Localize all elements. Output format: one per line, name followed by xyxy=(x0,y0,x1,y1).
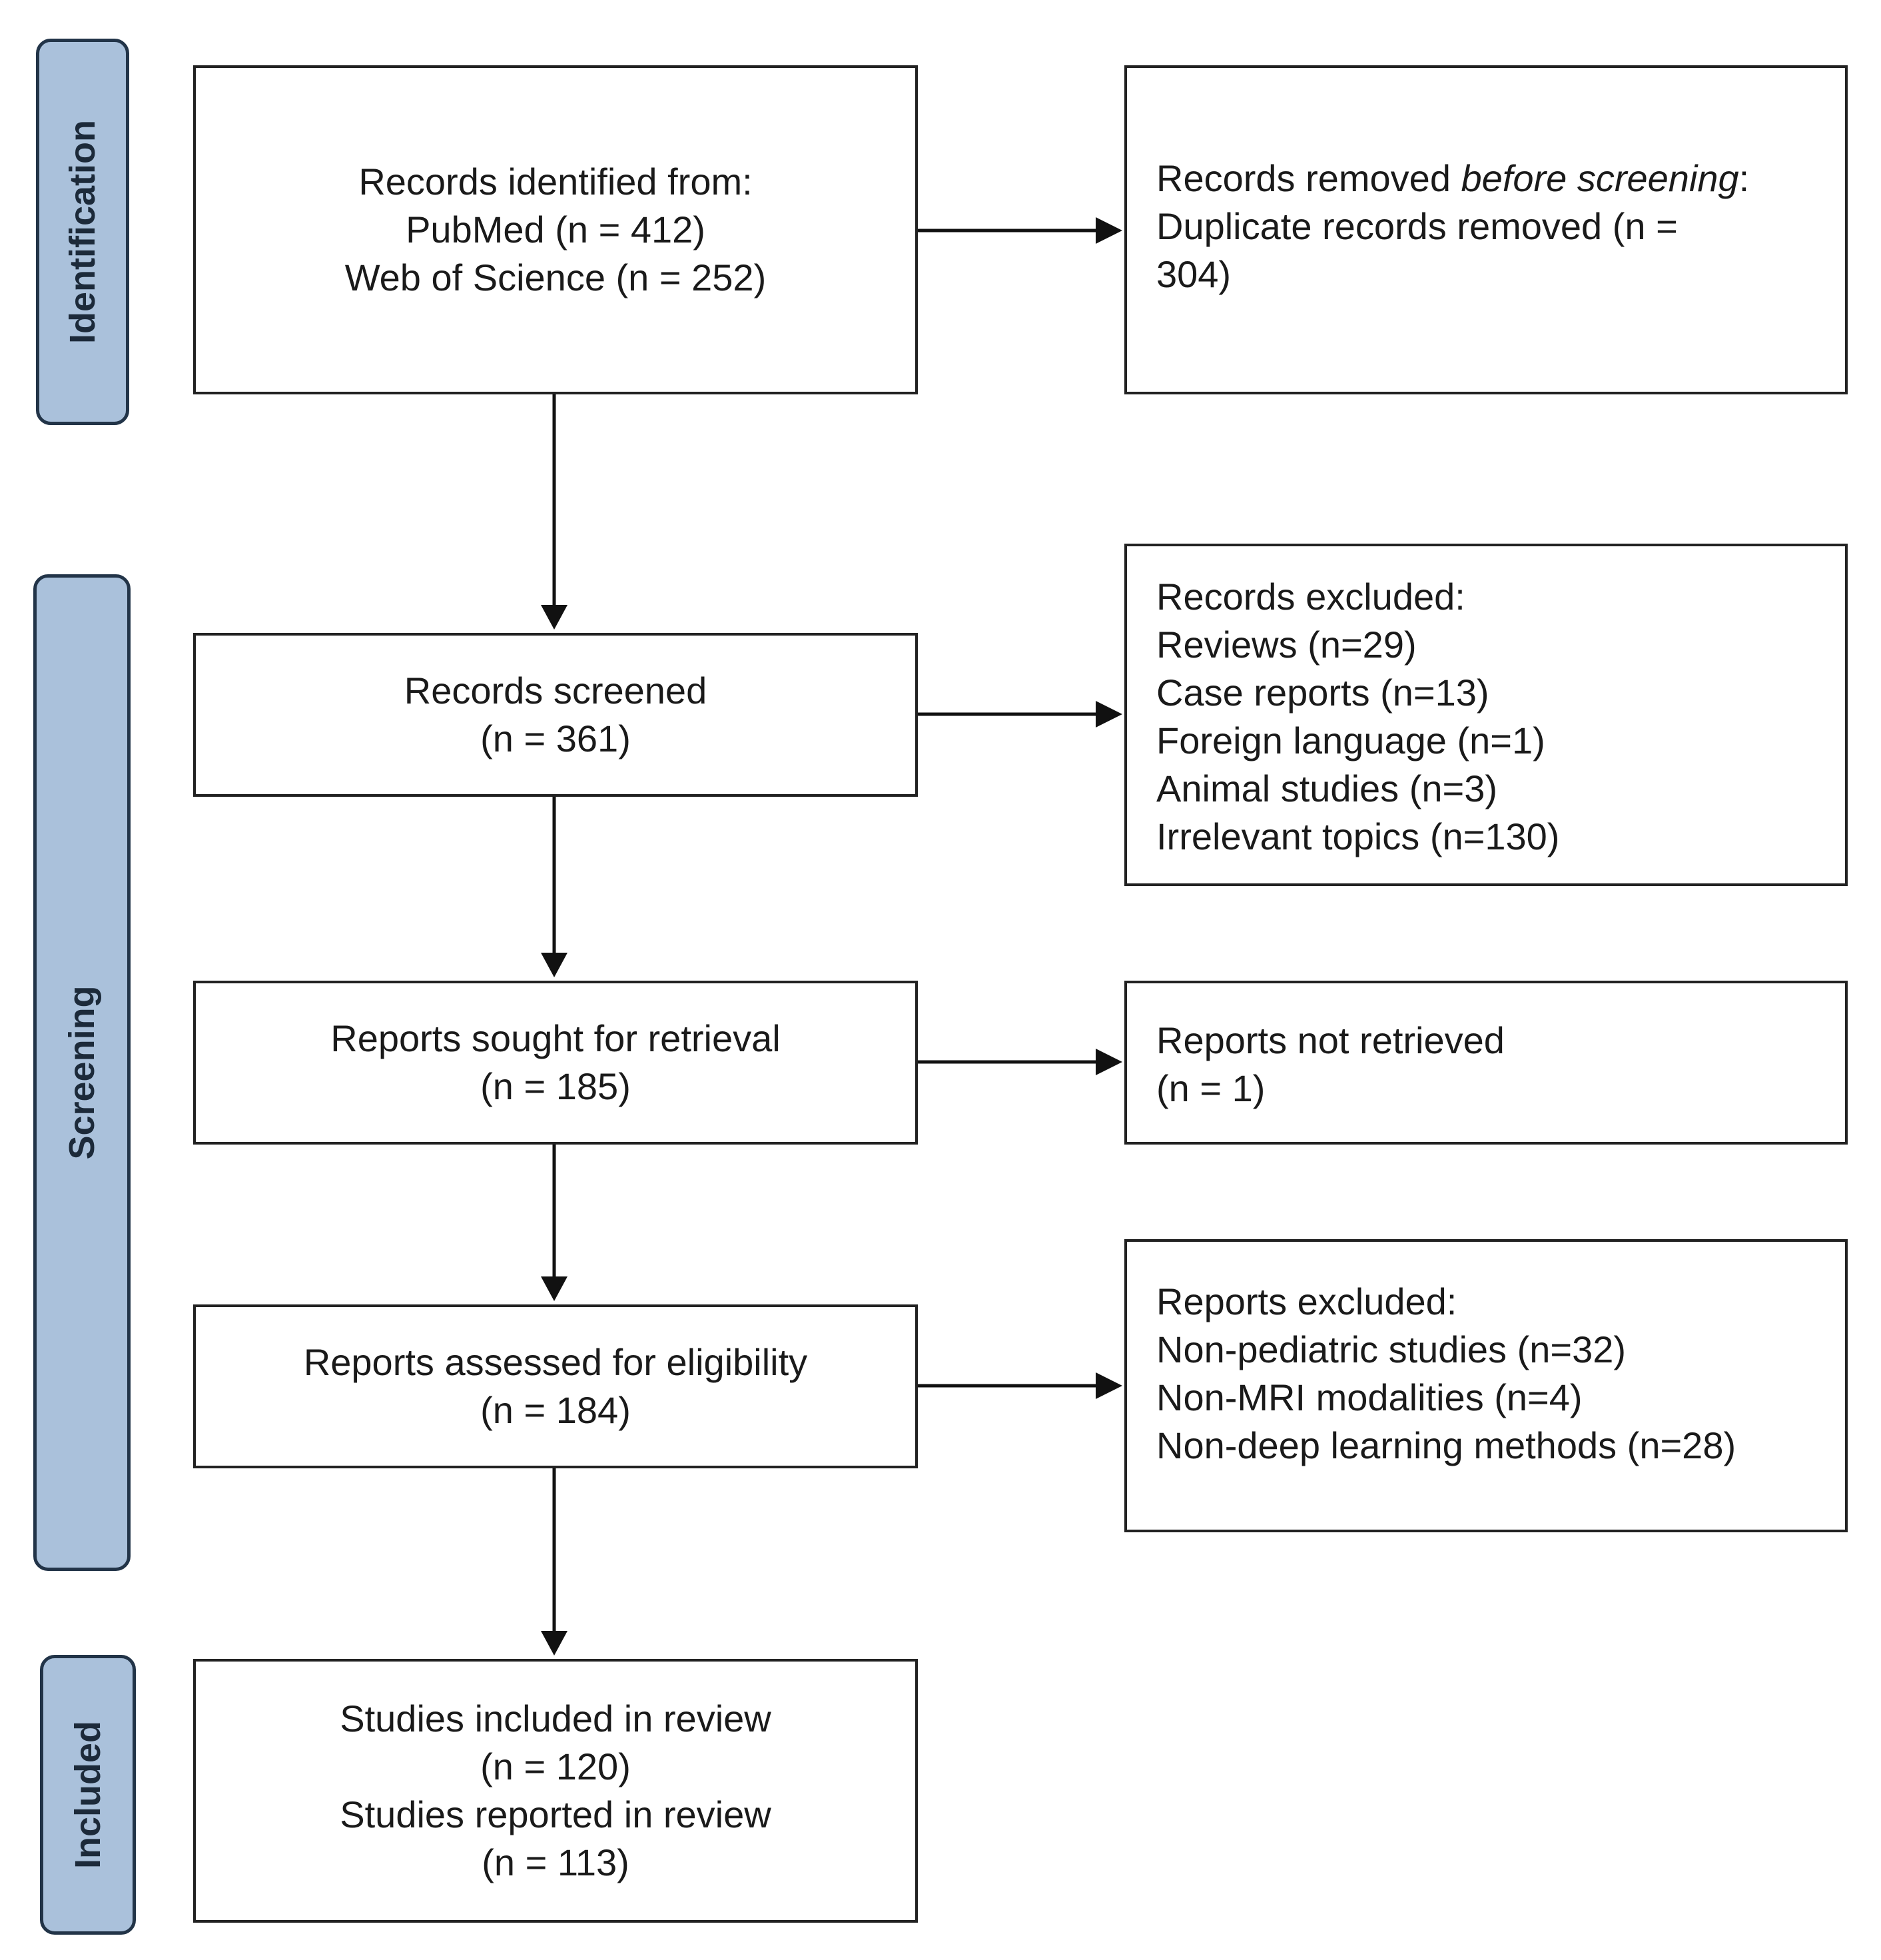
records-identified-title: Records identified from: xyxy=(358,161,753,203)
records-excluded-item: Foreign language (n=1) xyxy=(1156,720,1545,761)
web-of-science-count: Web of Science (n = 252) xyxy=(344,256,767,298)
studies-included-count: (n = 120) xyxy=(480,1745,631,1787)
phase-identification: Identification xyxy=(36,39,129,425)
phase-screening: Screening xyxy=(33,574,131,1571)
reports-not-retrieved-count: (n = 1) xyxy=(1156,1067,1266,1109)
arrowhead-sought xyxy=(541,953,567,977)
studies-included-box: Studies included in review (n = 120) Stu… xyxy=(193,1659,918,1923)
records-excluded-item: Case reports (n=13) xyxy=(1156,672,1489,714)
reports-assessed-box: Reports assessed for eligibility (n = 18… xyxy=(193,1304,918,1468)
reports-excluded-item: Non-deep learning methods (n=28) xyxy=(1156,1424,1736,1466)
reports-excluded-item: Non-pediatric studies (n=32) xyxy=(1156,1328,1627,1370)
records-excluded-box: Records excluded: Reviews (n=29) Case re… xyxy=(1124,544,1848,886)
arrowhead-screened xyxy=(541,605,567,630)
phase-identification-label: Identification xyxy=(63,120,103,344)
reports-sought-title: Reports sought for retrieval xyxy=(330,1017,781,1059)
reports-assessed-count: (n = 184) xyxy=(480,1389,631,1431)
records-removed-prefix: Records removed xyxy=(1156,157,1461,199)
records-removed-suffix: : xyxy=(1738,157,1750,199)
records-screened-box: Records screened (n = 361) xyxy=(193,633,918,797)
records-screened-title: Records screened xyxy=(404,670,707,712)
studies-reported-title: Studies reported in review xyxy=(340,1793,771,1835)
phase-included-label: Included xyxy=(68,1720,108,1869)
records-excluded-item: Reviews (n=29) xyxy=(1156,624,1417,666)
studies-reported-count: (n = 113) xyxy=(482,1841,629,1883)
phase-screening-label: Screening xyxy=(62,985,102,1160)
arrowhead-records-excluded xyxy=(1096,701,1122,728)
duplicates-removed-count: 304) xyxy=(1156,253,1232,295)
records-removed-italic: before screening xyxy=(1461,157,1739,199)
arrowhead-assessed xyxy=(541,1276,567,1301)
reports-assessed-title: Reports assessed for eligibility xyxy=(303,1341,808,1383)
reports-excluded-box: Reports excluded: Non-pediatric studies … xyxy=(1124,1239,1848,1532)
studies-included-title: Studies included in review xyxy=(340,1698,771,1739)
records-excluded-title: Records excluded: xyxy=(1156,576,1465,618)
reports-excluded-title: Reports excluded: xyxy=(1156,1280,1457,1322)
reports-excluded-item: Non-MRI modalities (n=4) xyxy=(1156,1376,1583,1418)
reports-sought-count: (n = 185) xyxy=(480,1065,631,1107)
pubmed-count: PubMed (n = 412) xyxy=(406,209,705,250)
arrowhead-included xyxy=(541,1631,567,1656)
records-excluded-item: Animal studies (n=3) xyxy=(1156,767,1498,809)
records-screened-count: (n = 361) xyxy=(480,718,631,759)
arrowhead-reports-excluded xyxy=(1096,1372,1122,1399)
records-excluded-item: Irrelevant topics (n=130) xyxy=(1156,815,1560,857)
duplicates-removed: Duplicate records removed (n = xyxy=(1156,205,1678,247)
reports-not-retrieved-title: Reports not retrieved xyxy=(1156,1019,1505,1061)
records-removed-box: Records removed before screening: Duplic… xyxy=(1124,65,1848,394)
arrowhead-removed xyxy=(1096,217,1122,244)
reports-not-retrieved-box: Reports not retrieved (n = 1) xyxy=(1124,981,1848,1145)
arrowhead-not-retrieved xyxy=(1096,1049,1122,1075)
records-removed-title: Records removed before screening: xyxy=(1156,155,1845,203)
reports-sought-box: Reports sought for retrieval (n = 185) xyxy=(193,981,918,1145)
records-identified-box: Records identified from: PubMed (n = 412… xyxy=(193,65,918,394)
phase-included: Included xyxy=(40,1655,136,1935)
